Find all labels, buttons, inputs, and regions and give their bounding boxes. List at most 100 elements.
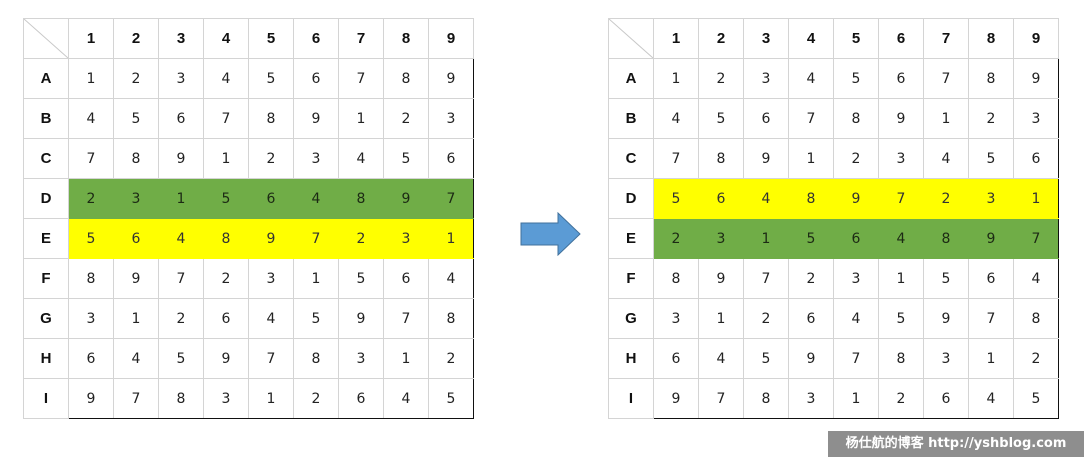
grid-cell: 7 (1013, 218, 1059, 259)
column-header: 7 (923, 18, 969, 59)
grid-cell: 4 (923, 138, 969, 179)
grid-cell: 2 (788, 258, 834, 299)
grid-cell: 7 (743, 258, 789, 299)
column-header: 9 (428, 18, 474, 59)
grid-cell: 1 (923, 98, 969, 139)
grid-cell: 1 (338, 98, 384, 139)
grid-cell: 5 (1013, 378, 1059, 419)
grid-cell: 6 (968, 258, 1014, 299)
grid-cell: 3 (338, 338, 384, 379)
column-header: 1 (653, 18, 699, 59)
row-header: D (608, 178, 654, 219)
grid-cell: 7 (968, 298, 1014, 339)
grid-cell: 2 (1013, 338, 1059, 379)
grid-cell: 6 (743, 98, 789, 139)
row-header: E (23, 218, 69, 259)
grid-cell: 7 (878, 178, 924, 219)
grid-cell: 7 (653, 138, 699, 179)
grid-cell: 1 (698, 298, 744, 339)
grid-cell: 4 (788, 58, 834, 99)
grid-cell: 6 (923, 378, 969, 419)
grid-cell: 6 (293, 58, 339, 99)
grid-cell: 4 (878, 218, 924, 259)
column-header: 8 (383, 18, 429, 59)
grid-cell: 2 (428, 338, 474, 379)
grid-cell: 2 (203, 258, 249, 299)
grid-cell: 1 (203, 138, 249, 179)
grid-cell: 7 (113, 378, 159, 419)
grid-cell: 5 (968, 138, 1014, 179)
column-header: 5 (833, 18, 879, 59)
grid-cell: 4 (1013, 258, 1059, 299)
grid-cell: 1 (383, 338, 429, 379)
row-header: H (23, 338, 69, 379)
grid-cell: 4 (293, 178, 339, 219)
row-header: G (608, 298, 654, 339)
grid-cell: 9 (428, 58, 474, 99)
grid-cell: 2 (968, 98, 1014, 139)
grid-cell: 8 (248, 98, 294, 139)
grid-cell: 3 (698, 218, 744, 259)
grid-cell: 6 (878, 58, 924, 99)
grid-cell: 5 (698, 98, 744, 139)
row-header: F (23, 258, 69, 299)
grid-cell: 1 (428, 218, 474, 259)
grid-cell: 6 (68, 338, 114, 379)
column-header: 4 (788, 18, 834, 59)
grid-cell: 8 (878, 338, 924, 379)
grid-cell: 2 (383, 98, 429, 139)
grid-cell: 4 (203, 58, 249, 99)
column-header: 7 (338, 18, 384, 59)
watermark: 杨仕航的博客 http://yshblog.com (828, 431, 1084, 457)
grid-cell: 6 (788, 298, 834, 339)
grid-cell: 2 (248, 138, 294, 179)
grid-cell: 9 (68, 378, 114, 419)
grid-cell: 4 (743, 178, 789, 219)
grid-cell: 1 (293, 258, 339, 299)
grid-cell: 8 (113, 138, 159, 179)
grid-cell: 5 (203, 178, 249, 219)
column-header: 4 (203, 18, 249, 59)
grid-cell: 3 (428, 98, 474, 139)
grid-cell: 5 (833, 58, 879, 99)
grid-cell: 2 (293, 378, 339, 419)
grid-cell: 6 (338, 378, 384, 419)
grid-cell: 1 (248, 378, 294, 419)
grid-cell: 4 (833, 298, 879, 339)
grid-cell: 8 (428, 298, 474, 339)
grid-cell: 5 (383, 138, 429, 179)
grid-cell: 1 (743, 218, 789, 259)
grid-cell: 5 (653, 178, 699, 219)
grid-cell: 8 (698, 138, 744, 179)
grid-cell: 5 (68, 218, 114, 259)
grid-cell: 3 (158, 58, 204, 99)
grid-cell: 3 (653, 298, 699, 339)
grid-cell: 6 (383, 258, 429, 299)
grid-cell: 9 (338, 298, 384, 339)
grid-cell: 3 (878, 138, 924, 179)
column-header: 3 (158, 18, 204, 59)
grid-cell: 8 (293, 338, 339, 379)
grid-cell: 7 (383, 298, 429, 339)
row-header: C (608, 138, 654, 179)
row-header: F (608, 258, 654, 299)
grid-cell: 5 (293, 298, 339, 339)
grid-cell: 5 (158, 338, 204, 379)
row-header: D (23, 178, 69, 219)
grid-cell: 9 (653, 378, 699, 419)
column-header: 6 (293, 18, 339, 59)
grid-cell: 7 (698, 378, 744, 419)
grid-cell: 2 (653, 218, 699, 259)
grid-cell: 7 (293, 218, 339, 259)
